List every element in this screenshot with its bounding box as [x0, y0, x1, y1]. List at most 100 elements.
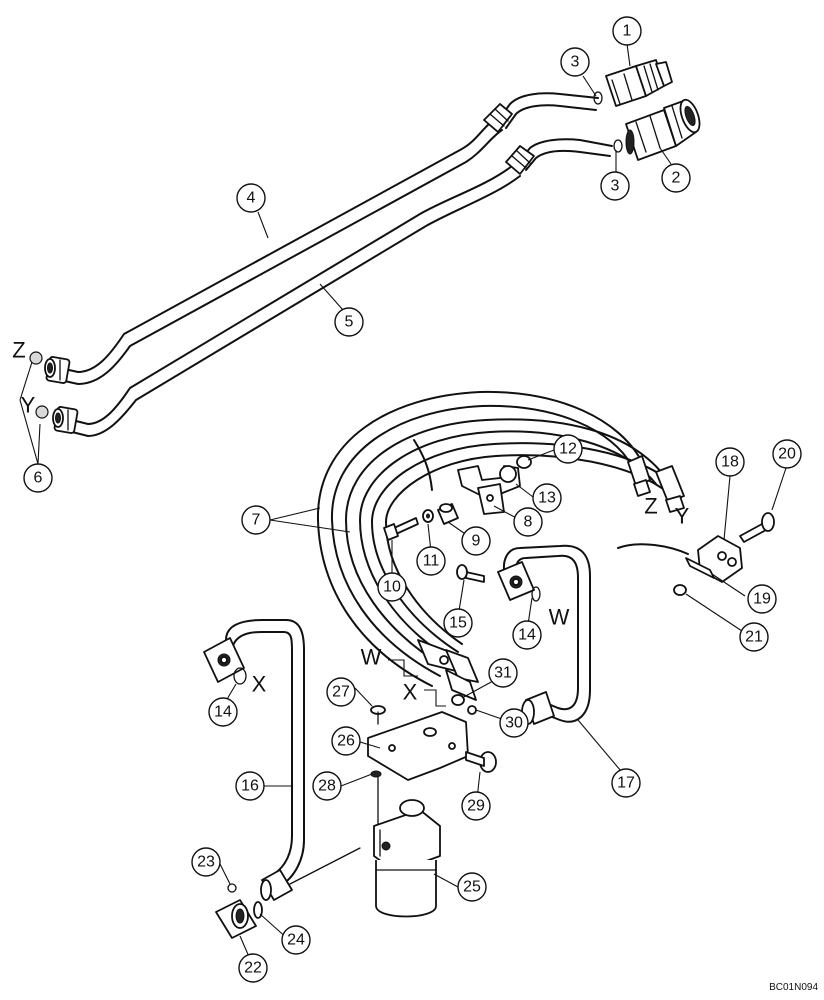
wire-block	[617, 543, 689, 555]
tube-line-5	[71, 138, 613, 437]
callout-11: 11	[416, 546, 446, 576]
tube-line-4	[59, 92, 599, 385]
connection-letter-x-center: X	[403, 680, 418, 705]
quick-coupler-2	[625, 98, 701, 161]
callout-6: 6	[23, 463, 53, 493]
callout-4: 4	[236, 183, 266, 213]
connection-letter-z-left: Z	[12, 338, 25, 363]
bolt-10	[383, 517, 419, 541]
callout-3a: 3	[560, 47, 590, 77]
flange-17	[497, 561, 535, 601]
callout-26: 26	[331, 726, 361, 756]
callout-label: 6	[34, 470, 43, 487]
callout-30: 30	[499, 708, 529, 738]
callout-5: 5	[334, 307, 364, 337]
callout-label: 7	[252, 512, 261, 529]
callout-label: 10	[383, 579, 401, 596]
wire-harness	[413, 439, 433, 491]
connection-letter-w-left: W	[361, 645, 382, 670]
callout-label: 31	[494, 665, 512, 682]
callout-27: 27	[326, 677, 356, 707]
callout-16: 16	[235, 771, 265, 801]
callout-25: 25	[457, 872, 487, 902]
tube-fitting-y	[52, 406, 79, 434]
callout-label: 4	[247, 190, 256, 207]
cap-y	[35, 405, 49, 419]
quick-coupler-1	[605, 59, 673, 107]
callout-label: 12	[559, 441, 577, 458]
hose-end-z	[627, 455, 651, 497]
callout-28: 28	[312, 771, 342, 801]
tube-16	[225, 619, 305, 887]
o-ring-14a	[233, 667, 247, 685]
callout-label: 13	[538, 490, 556, 507]
callout-24: 24	[281, 925, 311, 955]
callout-14a: 14	[208, 697, 238, 727]
filter-25	[373, 799, 441, 918]
spacer-9	[437, 503, 459, 525]
o-ring-23	[227, 883, 237, 893]
tube-fitting-z	[44, 356, 71, 384]
callout-label: 26	[337, 733, 355, 750]
callout-20: 20	[772, 439, 802, 469]
tube-16-to-filter	[289, 847, 361, 885]
callout-label: 27	[332, 684, 350, 701]
nut-21	[673, 584, 687, 596]
bolt-27	[370, 705, 386, 725]
callout-29: 29	[461, 791, 491, 821]
callout-label: 21	[745, 629, 763, 646]
callout-7: 7	[241, 505, 271, 535]
callout-label: 25	[463, 879, 481, 896]
callout-23: 23	[191, 847, 221, 877]
callout-label: 24	[287, 932, 305, 949]
tube-nut-upper-5	[505, 145, 535, 175]
callout-label: 1	[623, 23, 632, 40]
connection-letter-x-left: X	[252, 672, 267, 697]
bolt-29	[465, 751, 497, 773]
washer-11-hole	[426, 513, 430, 519]
washer-28	[370, 770, 382, 778]
x-bracket-line	[424, 689, 446, 707]
connection-letter-y-left: Y	[21, 393, 36, 418]
flange-16	[203, 637, 245, 683]
hoses-7	[316, 390, 681, 687]
callout-label: 9	[472, 533, 481, 550]
nut-30	[467, 705, 477, 715]
block-18	[697, 535, 743, 583]
callout-13: 13	[532, 483, 562, 513]
callout-label: 28	[318, 778, 336, 795]
callout-label: 3	[611, 178, 620, 195]
callout-12: 12	[553, 434, 583, 464]
callout-8: 8	[513, 507, 543, 537]
callout-15: 15	[443, 608, 473, 638]
callout-14b: 14	[512, 620, 542, 650]
callout-label: 19	[753, 591, 771, 608]
callout-1: 1	[612, 16, 642, 46]
bolt-20	[739, 512, 775, 543]
callout-10: 10	[377, 572, 407, 602]
o-ring-14b	[531, 586, 541, 602]
o-ring-24	[253, 901, 263, 919]
callout-label: 17	[617, 775, 635, 792]
callout-31: 31	[488, 658, 518, 688]
callout-21: 21	[739, 622, 769, 652]
nut-12	[516, 455, 532, 469]
hose-end-w	[417, 639, 479, 683]
cap-z	[29, 351, 43, 365]
bracket-26	[367, 711, 469, 781]
callout-label: 2	[672, 170, 681, 187]
tube-17-nut	[521, 691, 555, 725]
callout-label: 11	[423, 553, 440, 570]
o-ring-3a	[593, 91, 603, 105]
connection-letter-z-right: Z	[644, 494, 657, 519]
tube-16-nut	[260, 869, 293, 901]
w-bracket-line	[388, 659, 418, 677]
tube-nut-upper-4	[483, 103, 513, 133]
connection-letter-w-right: W	[549, 605, 570, 630]
callout-9: 9	[461, 526, 491, 556]
callout-label: 22	[244, 960, 262, 977]
figure-code: BC01N094	[769, 982, 818, 993]
callout-22: 22	[238, 953, 268, 983]
callout-label: 30	[505, 715, 523, 732]
